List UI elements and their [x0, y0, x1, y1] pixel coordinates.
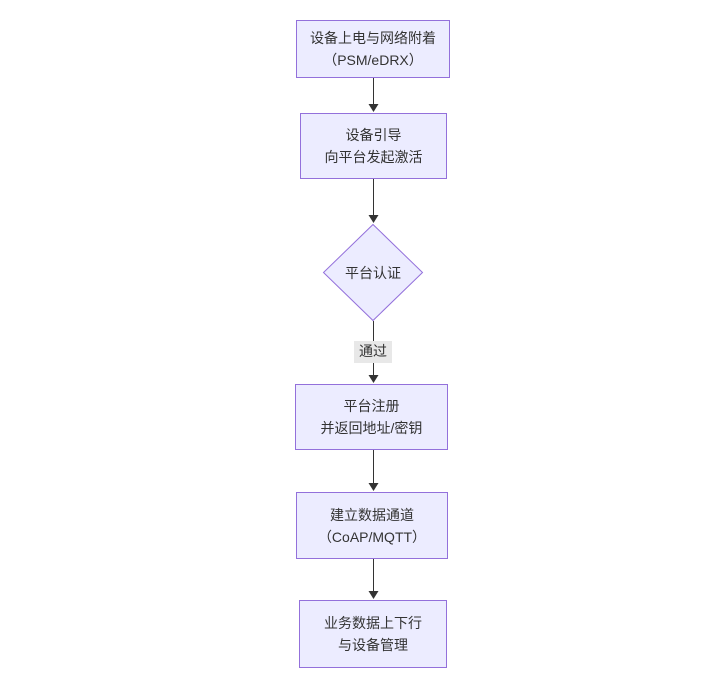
node-data-channel: 建立数据通道 （CoAP/MQTT） [296, 492, 448, 559]
node-text-line: 与设备管理 [338, 637, 408, 653]
node-text-line: 向平台发起激活 [324, 149, 423, 165]
node-power-on-attach: 设备上电与网络附着 （PSM/eDRX） [296, 20, 450, 78]
edge-label-pass: 通过 [354, 341, 392, 363]
node-text-line: （CoAP/MQTT） [317, 528, 427, 545]
node-platform-register: 平台注册 并返回地址/密钥 [295, 384, 448, 450]
decision-platform-auth: 平台认证 [323, 224, 423, 321]
arrowhead-icon [368, 215, 379, 223]
node-text-line: 建立数据通道 [330, 506, 414, 523]
arrowhead-icon [368, 483, 379, 491]
node-text-line: 平台认证 [345, 264, 401, 281]
arrowhead-icon [368, 104, 379, 112]
node-text-line: 平台注册 [343, 398, 400, 414]
node-text-line: 设备引导 [345, 127, 402, 143]
node-text-line: （PSM/eDRX） [323, 52, 423, 68]
node-text-line: 业务数据上下行 [324, 615, 422, 631]
arrowhead-icon [368, 591, 379, 599]
node-business-data: 业务数据上下行 与设备管理 [299, 600, 447, 668]
node-text-line: 设备上电与网络附着 [310, 30, 436, 46]
node-text-line: 并返回地址/密钥 [320, 420, 423, 436]
node-device-bootstrap: 设备引导 向平台发起激活 [300, 113, 447, 179]
arrowhead-icon [368, 375, 379, 383]
